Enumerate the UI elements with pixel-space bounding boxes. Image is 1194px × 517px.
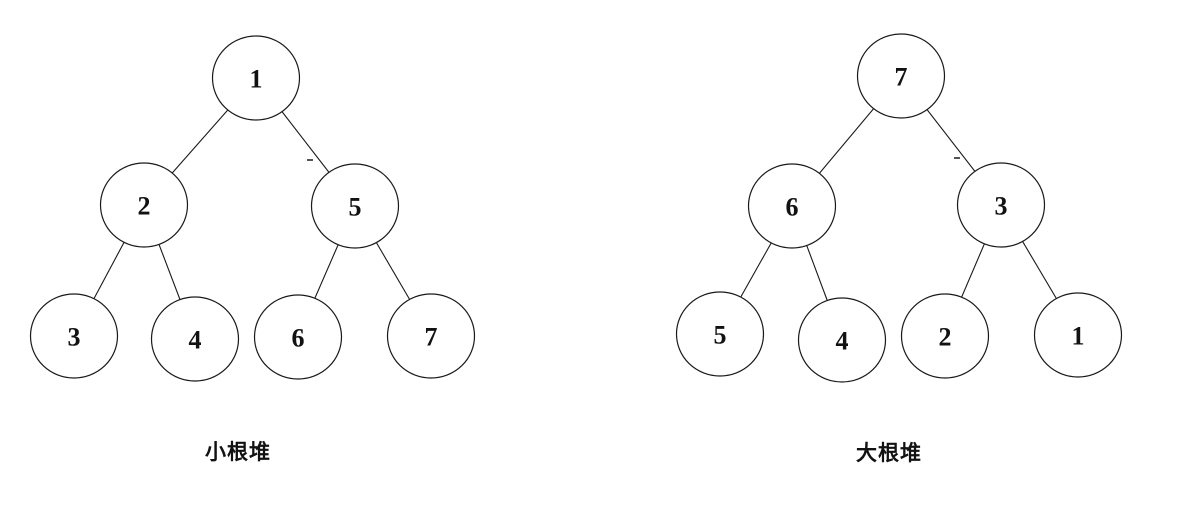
node-circle [310,163,400,249]
node-value: 4 [836,327,849,356]
node-circle [253,294,343,380]
node-value: 5 [349,193,362,222]
tree-node-max-heap-n1: 1 [1033,292,1123,378]
tree-node-min-heap-n5: 5 [310,163,400,249]
tree-label-max-heap: 大根堆 [856,441,922,465]
node-circle [956,162,1046,248]
node-circle [747,163,837,249]
node-value: 2 [138,192,151,221]
node-circle [900,293,990,379]
node-value: 7 [895,63,908,92]
tree-node-min-heap-n2: 2 [99,162,189,248]
tree-min-heap: 1 2 5 3 4 6 7 小根堆 [29,35,476,464]
node-value: 5 [714,321,727,350]
node-circle [675,291,765,377]
node-circle [1033,292,1123,378]
tree-node-max-heap-n5: 5 [675,291,765,377]
tree-node-max-heap-n3: 3 [956,162,1046,248]
node-value: 3 [68,323,81,352]
tree-node-min-heap-n3: 3 [29,293,119,379]
node-value: 4 [189,326,202,355]
tree-node-max-heap-n7: 7 [856,33,946,119]
node-circle [797,297,887,383]
node-circle [211,35,301,121]
tree-node-min-heap-n1: 1 [211,35,301,121]
node-value: 6 [292,324,305,353]
node-value: 1 [250,65,263,94]
tree-node-max-heap-n6: 6 [747,163,837,249]
node-value: 1 [1072,322,1085,351]
node-circle [386,293,476,379]
node-value: 2 [939,323,952,352]
node-value: 6 [786,193,799,222]
tree-node-min-heap-n6: 6 [253,294,343,380]
tree-max-heap: 7 6 3 5 4 2 1 大根堆 [675,33,1123,465]
node-value: 3 [995,192,1008,221]
tree-node-min-heap-n4: 4 [150,296,240,382]
node-circle [29,293,119,379]
node-circle [856,33,946,119]
tree-node-min-heap-n7: 7 [386,293,476,379]
node-value: 7 [425,323,438,352]
tree-label-min-heap: 小根堆 [205,440,271,464]
node-circle [99,162,189,248]
tree-node-max-heap-n2: 2 [900,293,990,379]
node-circle [150,296,240,382]
tree-node-max-heap-n4: 4 [797,297,887,383]
